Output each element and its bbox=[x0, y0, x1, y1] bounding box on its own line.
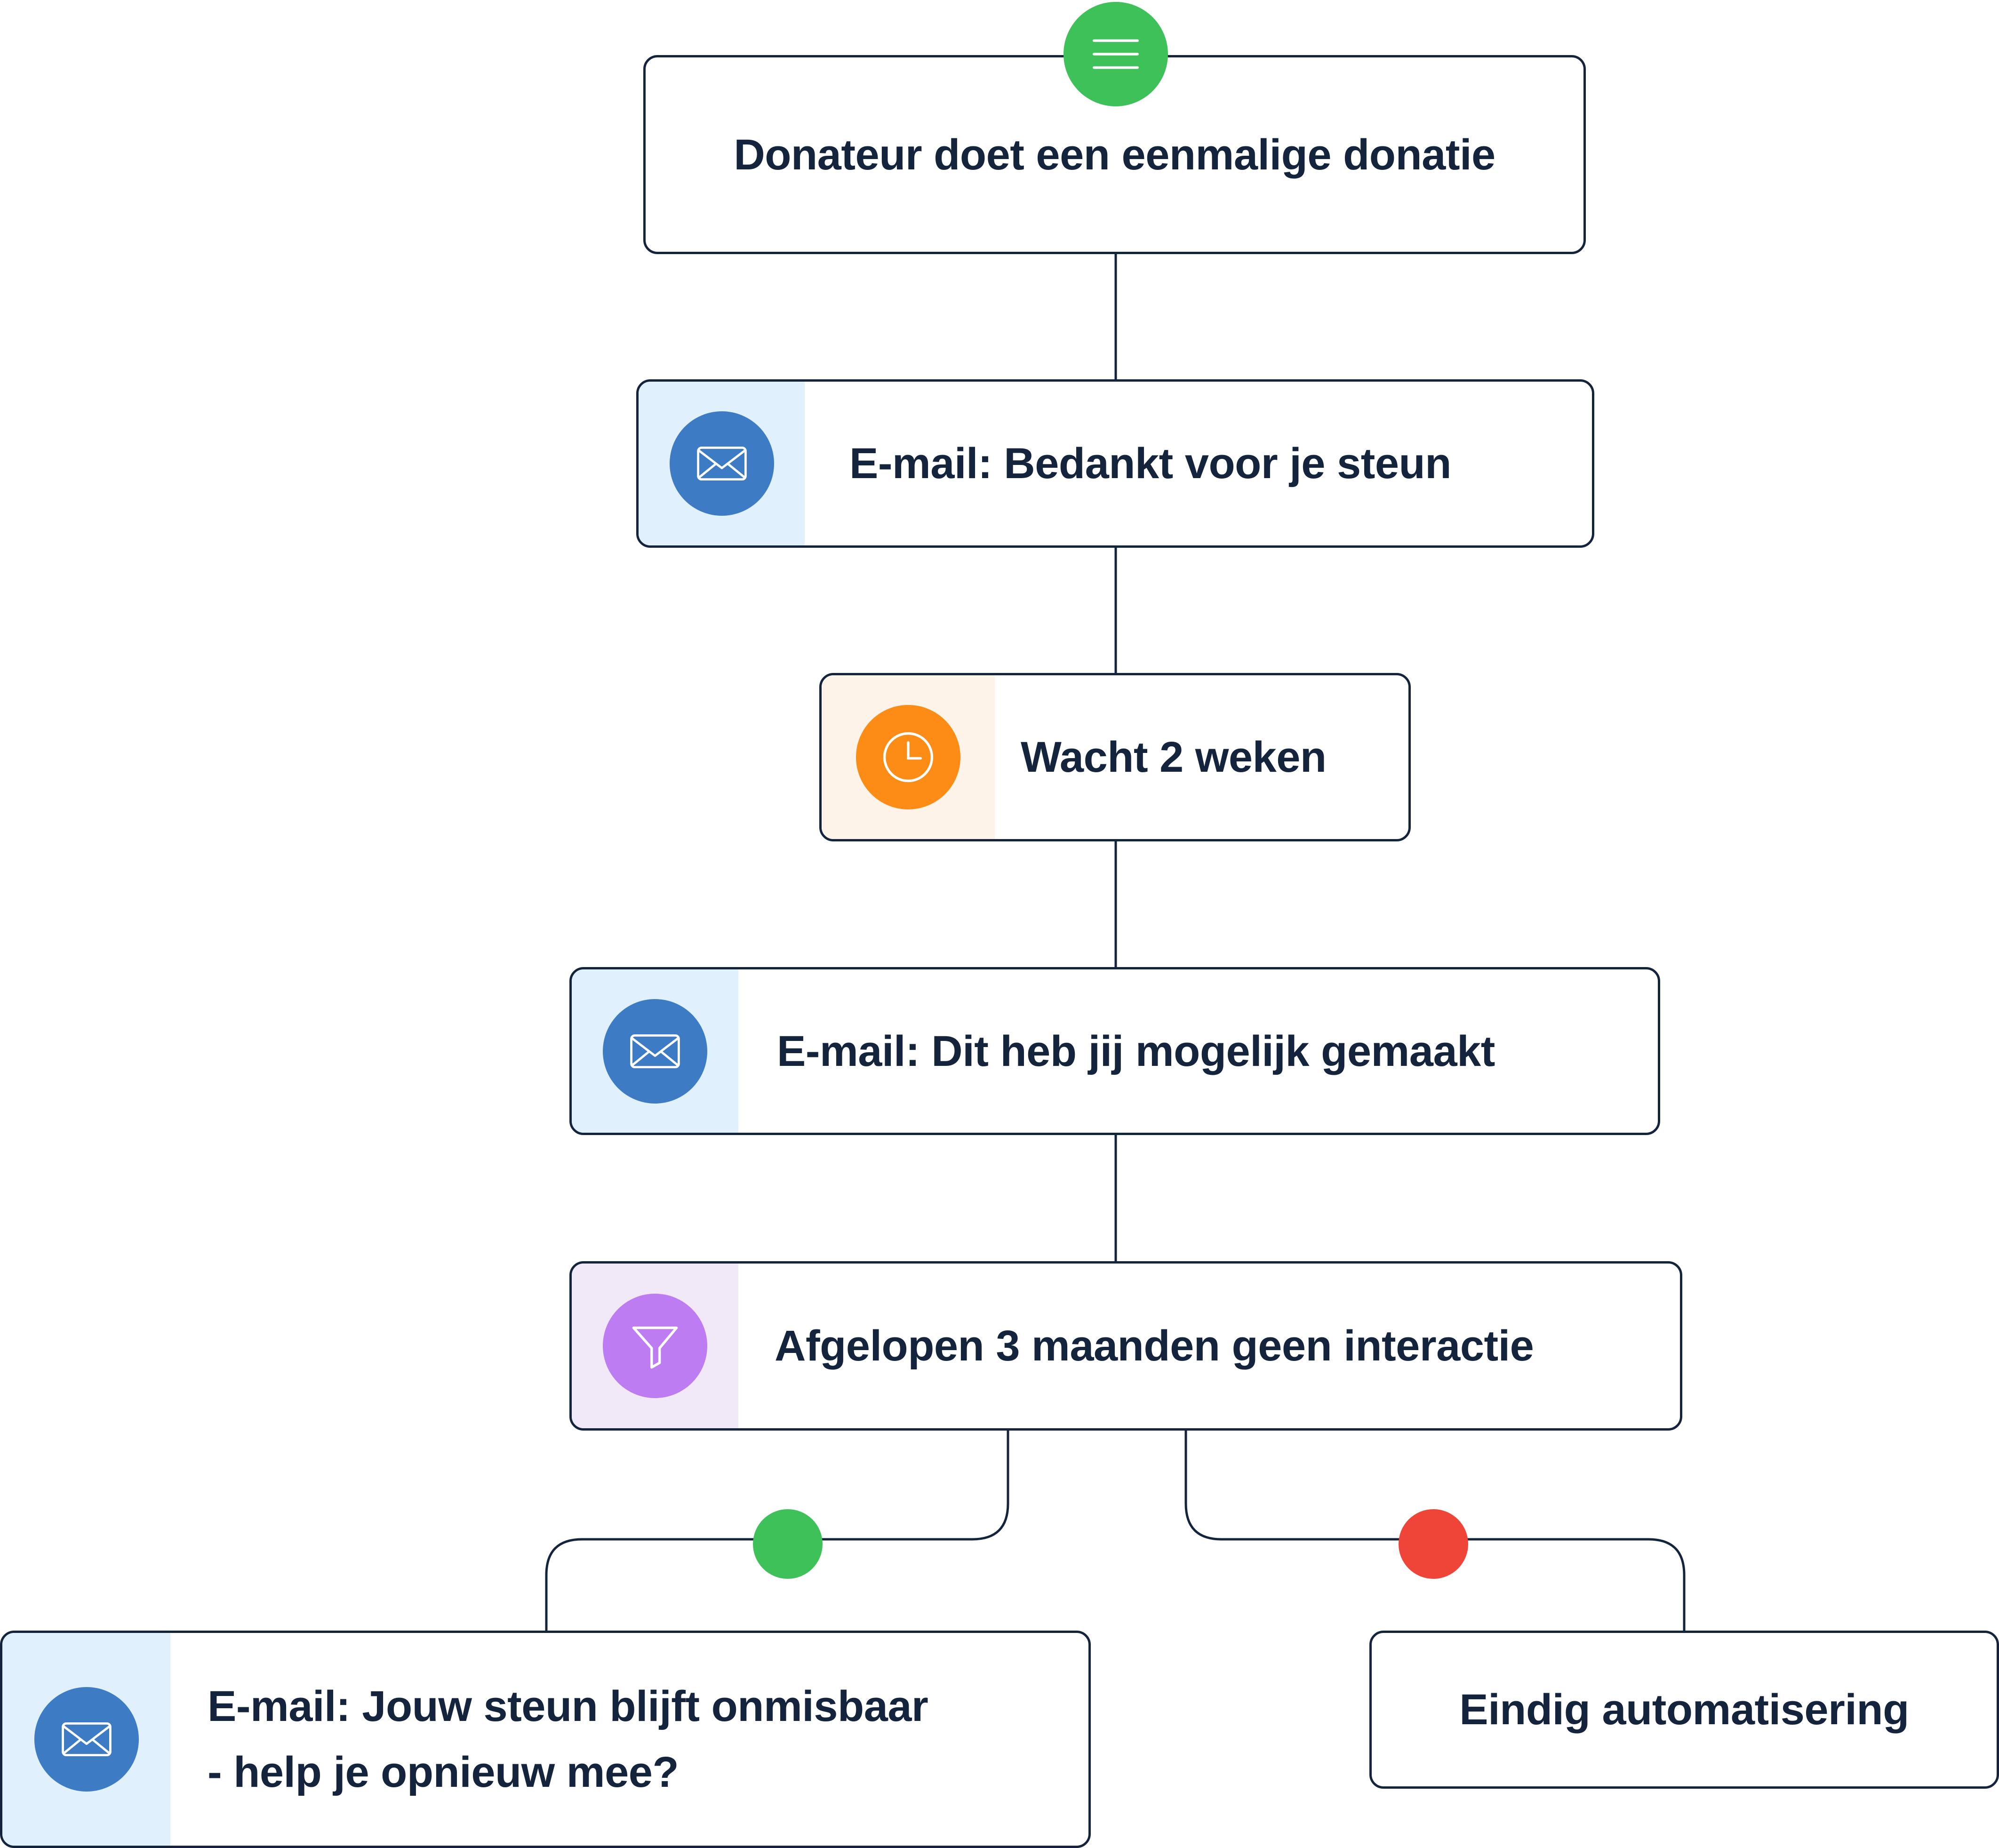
menu-lines-icon bbox=[1093, 39, 1139, 69]
step-condition[interactable]: Afgelopen 3 maanden geen interactie bbox=[569, 1261, 1682, 1431]
branch-no-label: Eindig automatisering bbox=[1459, 1686, 1909, 1734]
envelope-icon bbox=[630, 1034, 680, 1068]
branch-no-dot bbox=[1399, 1509, 1468, 1579]
envelope-icon-badge bbox=[34, 1687, 139, 1792]
envelope-icon bbox=[61, 1722, 112, 1756]
branch-yes-label: E-mail: Jouw steun blijft onmisbaar - he… bbox=[170, 1673, 928, 1805]
branch-yes-label-line1: E-mail: Jouw steun blijft onmisbaar bbox=[208, 1682, 928, 1730]
envelope-icon-badge bbox=[603, 999, 707, 1104]
email-icon-panel bbox=[572, 969, 738, 1133]
trigger-badge bbox=[1063, 2, 1168, 106]
email-icon-panel bbox=[639, 382, 805, 545]
trigger-node[interactable]: Donateur doet een eenmalige donatie bbox=[643, 55, 1586, 254]
step-email-thanks[interactable]: E-mail: Bedankt voor je steun bbox=[636, 379, 1594, 548]
wait-icon-panel bbox=[822, 675, 995, 839]
clock-icon-badge bbox=[856, 705, 960, 809]
step-wait[interactable]: Wacht 2 weken bbox=[819, 673, 1411, 841]
filter-icon-panel bbox=[572, 1264, 738, 1428]
step-email-impact[interactable]: E-mail: Dit heb jij mogelijk gemaakt bbox=[569, 967, 1660, 1135]
branch-no-end[interactable]: Eindig automatisering bbox=[1369, 1631, 1999, 1789]
email-icon-panel bbox=[2, 1633, 170, 1846]
step-label: E-mail: Dit heb jij mogelijk gemaakt bbox=[777, 1027, 1495, 1075]
envelope-icon bbox=[696, 447, 747, 480]
funnel-icon-badge bbox=[603, 1294, 707, 1398]
branch-yes-label-line2: - help je opnieuw mee? bbox=[208, 1748, 679, 1796]
branch-yes-dot bbox=[753, 1509, 823, 1579]
step-label: Wacht 2 weken bbox=[1021, 733, 1327, 781]
envelope-icon-badge bbox=[669, 411, 774, 516]
filter-funnel-icon bbox=[632, 1326, 678, 1369]
step-label: Afgelopen 3 maanden geen interactie bbox=[775, 1322, 1534, 1370]
clock-icon bbox=[883, 732, 934, 783]
branch-yes-email[interactable]: E-mail: Jouw steun blijft onmisbaar - he… bbox=[0, 1631, 1091, 1848]
step-label: E-mail: Bedankt voor je steun bbox=[849, 440, 1451, 488]
trigger-label: Donateur doet een eenmalige donatie bbox=[734, 130, 1495, 179]
